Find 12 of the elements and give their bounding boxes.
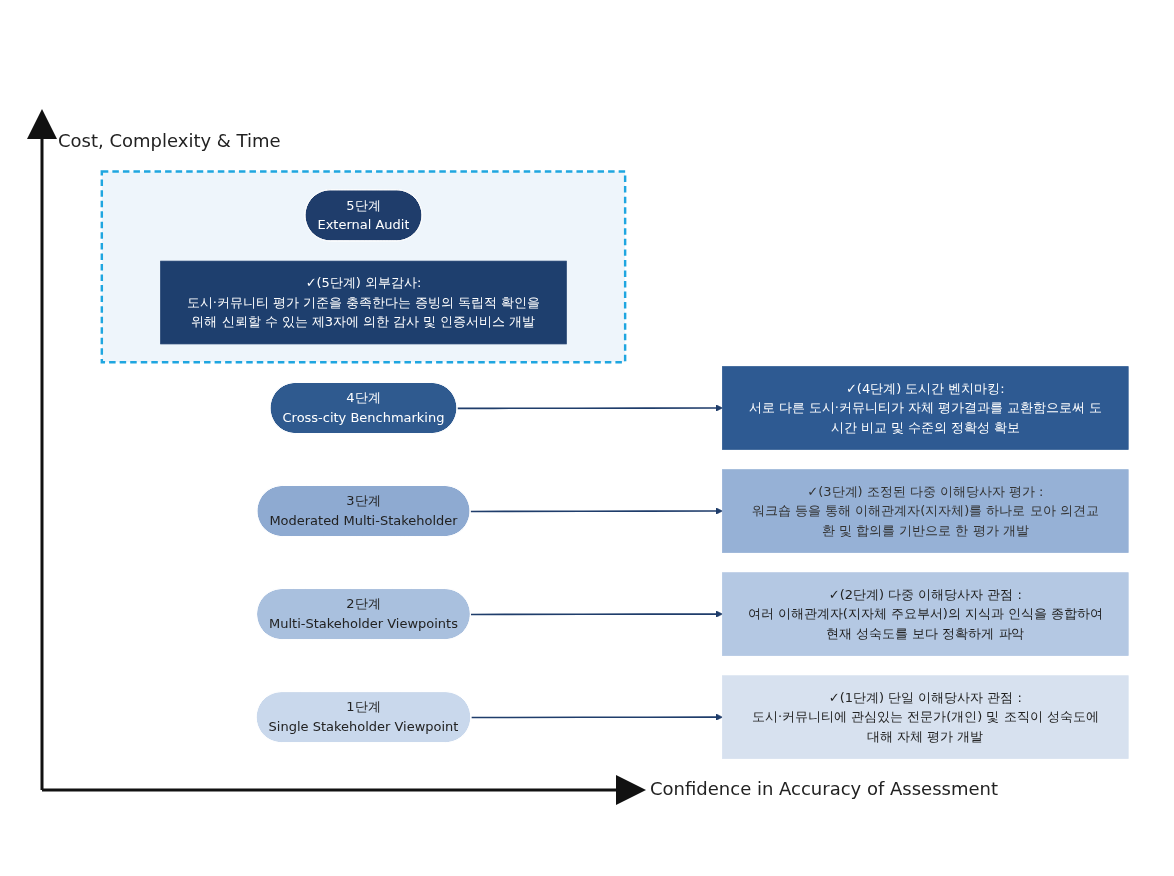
axis-label: Cost, Complexity & Time [58, 130, 281, 151]
node-box: ✓(2단계) 다중 이해당사자 관점 : 여러 이해관계자(지자체 주요부서)의 지식과 인식을 종합하여 현재 성숙도를 보다 정확하게 파악 [722, 572, 1129, 656]
node-box: ✓(4단계) 도시간 벤치마킹: 서로 다른 도시·커뮤니티가 자체 평가결과를 교환함으로써 도시간 비교 및 수준의 정확성 확보 [722, 366, 1129, 450]
arrow [470, 713, 723, 721]
node-box: ✓(1단계) 단일 이해당사자 관점 : 도시·커뮤니티에 관심있는 전문가(개인) 및 조직이 성숙도에 대해 자체 평가 개발 [722, 675, 1129, 759]
arrow [456, 404, 723, 412]
cluster [100, 170, 627, 364]
arrow [470, 610, 723, 618]
node-box: ✓(5단계) 외부감사: 도시·커뮤니티 평가 기준을 충족한다는 증빙의 독립적 확인을 위해 신뢰할 수 있는 제3자에 의한 감사 및 인증서비스 개발 [160, 260, 567, 345]
axis-label: Confidence in Accuracy of Assessment [650, 778, 998, 799]
arrow [469, 507, 723, 515]
node-box: ✓(3단계) 조정된 다중 이해당사자 평가 : 워크숍 등을 통해 이해관계자(지자체)를 하나로 모아 의견교환 및 합의를 기반으로 한 평가 개발 [722, 469, 1129, 553]
